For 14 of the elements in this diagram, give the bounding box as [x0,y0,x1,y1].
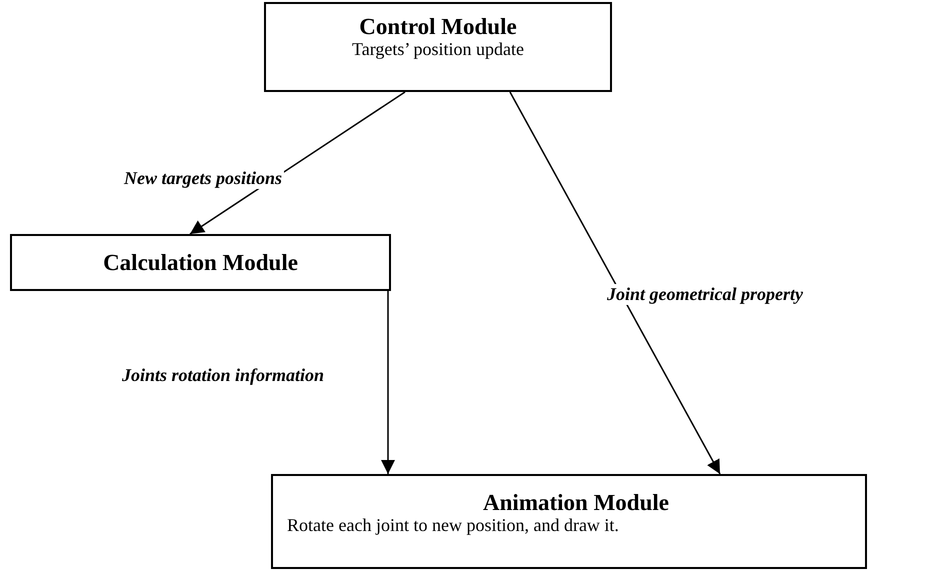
edge-label: Joints rotation information [120,365,326,386]
arrow [381,291,395,474]
arrow [190,91,406,235]
module-title: Control Module [358,14,518,40]
module-title: Animation Module [482,490,670,516]
module-description: Targets’ position update [350,39,526,61]
module-box [10,234,391,291]
module-box [271,474,867,569]
module-box [264,2,612,92]
edge-label: New targets positions [122,168,284,189]
arrow [509,92,721,474]
edge-label: Joint geometrical property [605,284,805,305]
module-description: Rotate each joint to new position, and draw it. [287,515,620,537]
module-title: Calculation Module [102,250,299,276]
